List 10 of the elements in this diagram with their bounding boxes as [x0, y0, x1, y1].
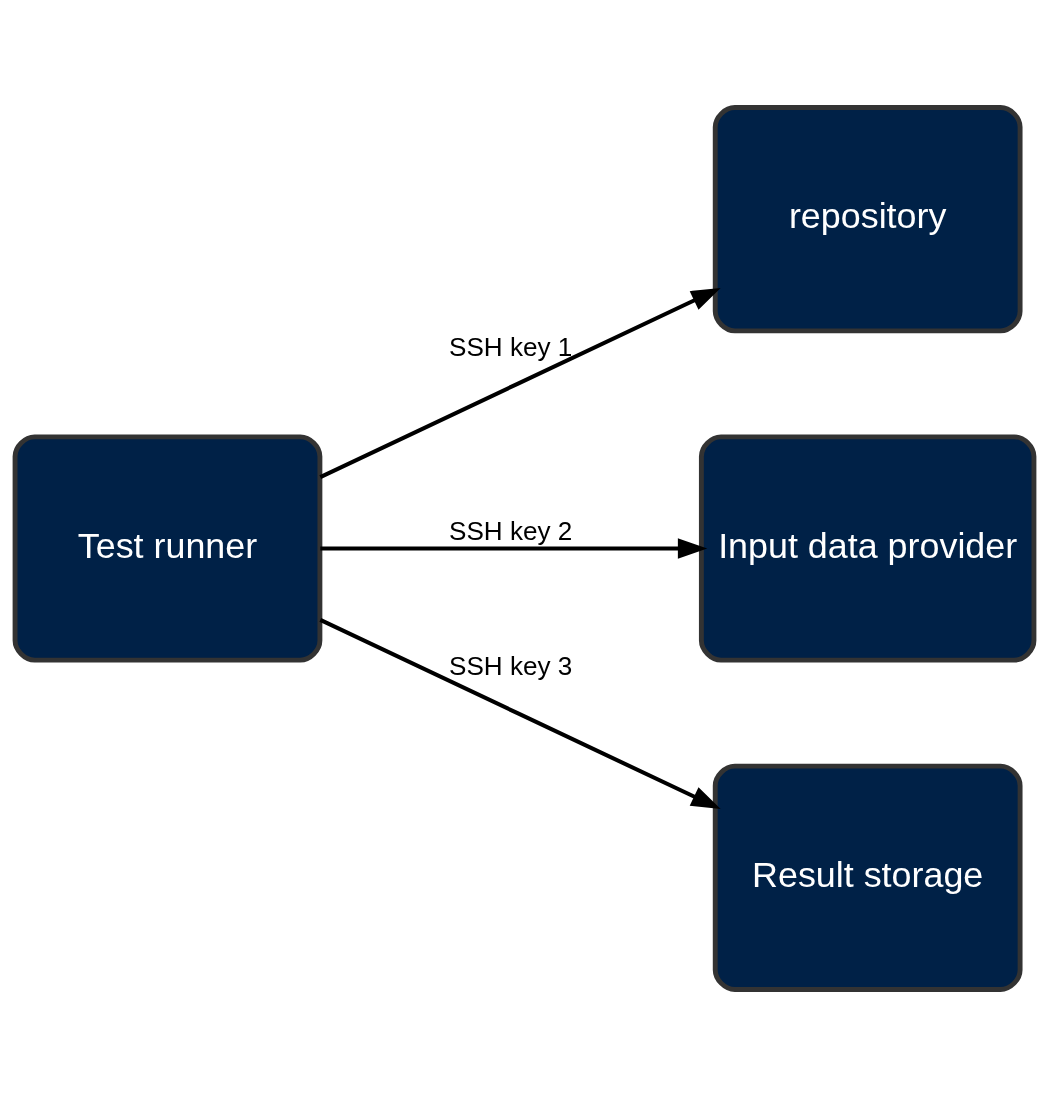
arrow — [320, 538, 708, 559]
edge-label: SSH key 3 — [449, 651, 573, 682]
node-box: Test runner — [12, 434, 323, 663]
arrow — [319, 618, 721, 810]
arrow — [319, 287, 721, 479]
node-box: Input data provider — [698, 434, 1037, 663]
node-box: repository — [712, 105, 1023, 334]
node-box: Result storage — [712, 763, 1023, 992]
edge-label: SSH key 1 — [449, 331, 573, 362]
edge-label: SSH key 2 — [449, 516, 573, 547]
